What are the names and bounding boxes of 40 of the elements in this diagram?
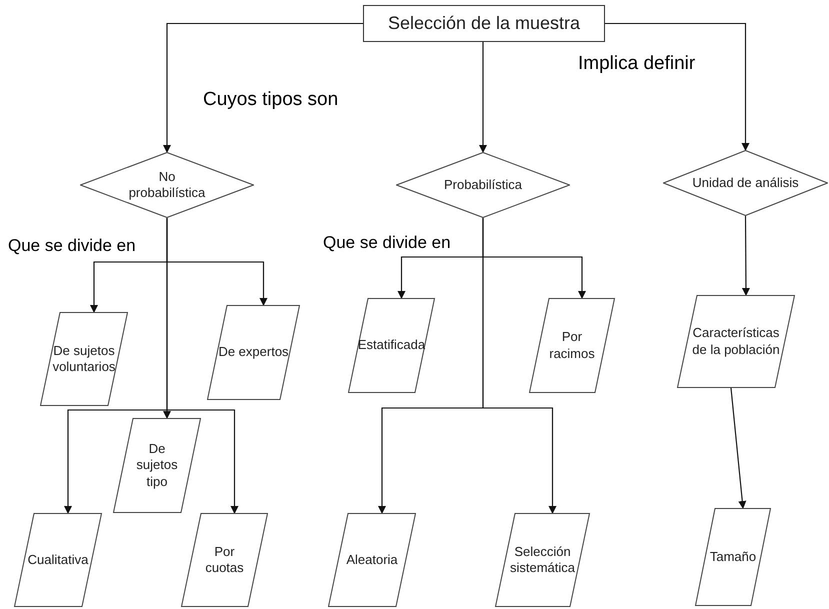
node-label: De expertos <box>217 344 290 361</box>
arrow <box>163 22 363 153</box>
data-parallelogram <box>328 513 416 607</box>
node-label: Por cuotas <box>204 544 245 576</box>
data-parallelogram <box>207 305 300 400</box>
decision-diamond <box>80 152 254 218</box>
decision-diamond <box>663 150 828 216</box>
node-label: Unidad de análisis <box>691 174 800 192</box>
arrow <box>605 22 750 151</box>
data-parallelogram <box>40 312 128 406</box>
annotation-text: Que se divide en <box>8 235 136 257</box>
node-label: No probabilística <box>128 168 206 202</box>
node-label: Tamaño <box>708 548 758 566</box>
annotation-text: Que se divide en <box>323 232 451 254</box>
data-parallelogram <box>113 418 201 513</box>
arrow <box>166 218 238 514</box>
arrow <box>742 216 750 296</box>
data-parallelogram <box>495 513 590 607</box>
node-label: De sujetos tipo <box>135 441 179 490</box>
arrow <box>482 218 556 514</box>
arrow <box>730 388 746 509</box>
node-label: Probabilística <box>442 176 524 194</box>
arrow <box>479 42 487 153</box>
data-parallelogram <box>695 508 771 606</box>
node-label: Selección sistemática <box>508 544 576 576</box>
annotation-text: Implica definir <box>578 52 696 76</box>
node-label: Aleatoria <box>345 552 399 568</box>
node-label: Selección de la muestra <box>388 12 580 35</box>
node-label: Cualitativa <box>26 552 90 568</box>
data-parallelogram <box>348 298 435 393</box>
data-parallelogram <box>14 513 102 607</box>
data-parallelogram <box>677 295 795 388</box>
title-box <box>363 5 605 42</box>
data-parallelogram <box>181 513 268 607</box>
data-parallelogram <box>529 298 615 393</box>
node-label: De sujetos voluntarios <box>52 342 116 376</box>
decision-diamond <box>396 152 570 218</box>
node-label: Por racimos <box>548 329 596 362</box>
annotation-text: Cuyos tipos son <box>203 88 338 112</box>
node-label: Características de la población <box>691 325 781 358</box>
